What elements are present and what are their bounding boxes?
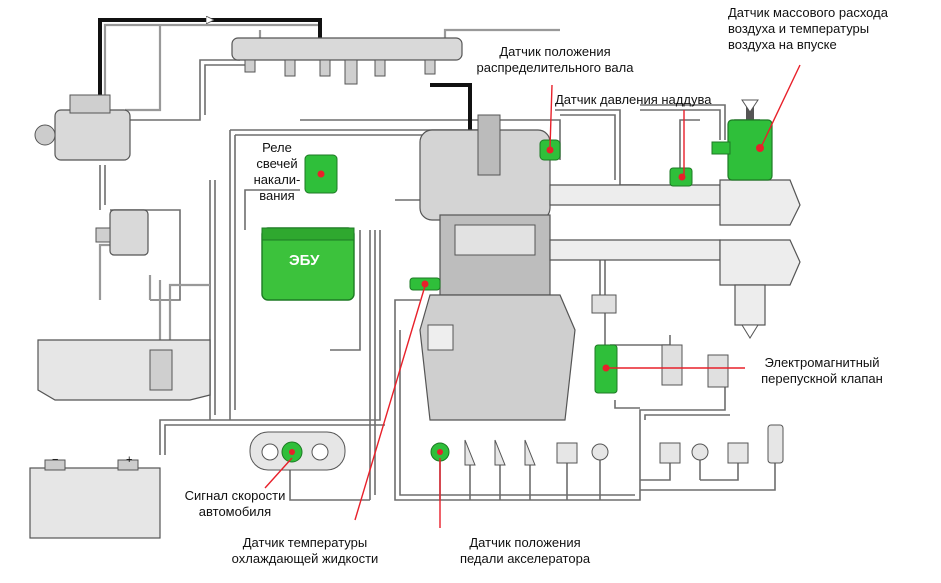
ecu-unit <box>261 227 355 301</box>
camshaft-callout <box>549 84 553 149</box>
speed-callout <box>264 457 293 489</box>
coolant-callout <box>354 285 426 521</box>
maf-sensor <box>711 119 773 181</box>
instrument-cluster <box>249 431 346 471</box>
common-rail <box>231 37 463 85</box>
fuel-tank <box>37 339 211 401</box>
fuel-filter <box>95 209 149 256</box>
air-ducts <box>549 179 801 326</box>
high-pressure-pump <box>34 94 131 161</box>
battery <box>29 459 161 539</box>
battery-plus-label: + <box>126 454 133 466</box>
camshaft-sensor-label: Датчик положения распределительного вала <box>476 44 634 75</box>
boost-sensor <box>669 167 693 187</box>
pedal-sensor-label: Датчик положения педали акселератора <box>459 535 591 566</box>
battery-minus-label: − <box>52 454 59 466</box>
glow-relay <box>304 154 338 194</box>
coolant-sensor-label: Датчик температуры охлаждающей жидкости <box>231 535 379 566</box>
speed-signal-label: Сигнал скорости автомобиля <box>184 488 286 519</box>
switches <box>464 424 784 466</box>
ecu-label: ЭБУ <box>289 252 320 269</box>
bypass-valve-label: Электромагнитный перепускной клапан <box>761 355 883 386</box>
bypass-valve <box>591 294 729 394</box>
maf-sensor-label: Датчик массового расхода воздуха и темпе… <box>728 5 888 52</box>
exhaust-arrow <box>741 324 759 339</box>
glow-relay-label: Реле свечей накали- вания <box>253 140 301 203</box>
coolant-sensor <box>409 277 441 291</box>
engine-block <box>419 114 576 421</box>
boost-sensor-label: Датчик давления наддува <box>555 92 712 107</box>
maf-callout <box>761 64 801 146</box>
